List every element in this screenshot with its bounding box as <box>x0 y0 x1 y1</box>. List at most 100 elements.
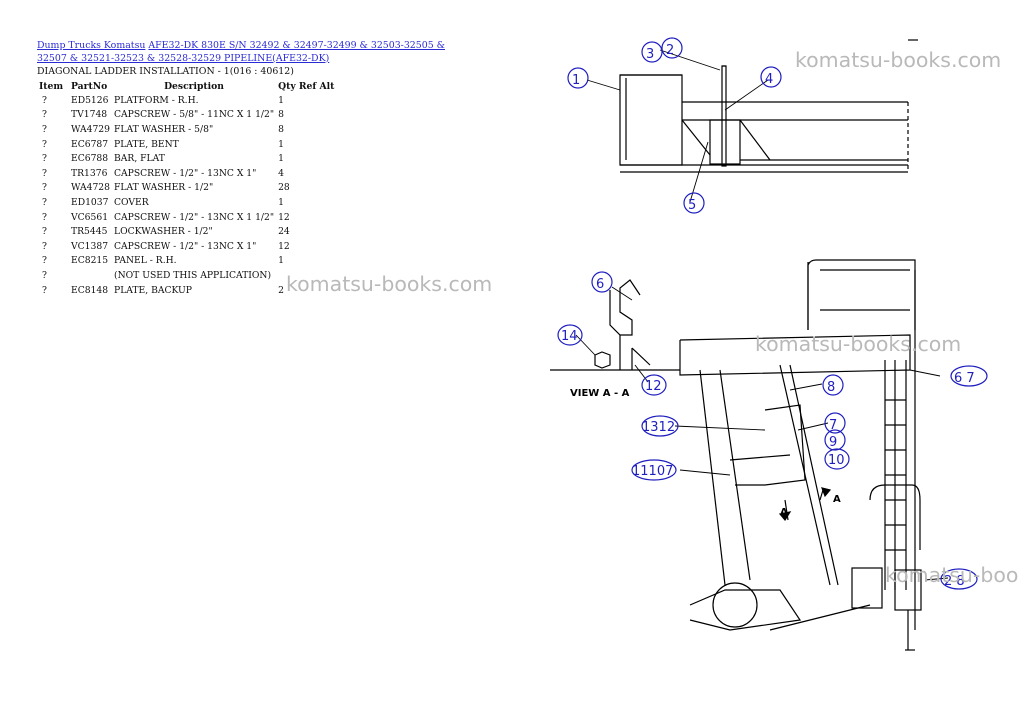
cell-item: ? <box>42 211 47 223</box>
svg-text:1: 1 <box>572 73 580 88</box>
table-header-row: Item PartNo Description Qty Ref Alt <box>37 79 336 93</box>
cell-description: PLATE, BACKUP <box>114 284 192 296</box>
watermark: komatsu-books.com <box>795 48 1002 72</box>
cell-partno: WA4729 <box>71 123 111 135</box>
cell-qty: 1 <box>278 196 284 208</box>
callout-13-12: 1312 <box>641 415 679 437</box>
cell-qty: 28 <box>278 182 290 194</box>
view-label: VIEW A - A <box>570 388 630 399</box>
cell-partno: EC8215 <box>71 255 109 267</box>
svg-text:3: 3 <box>646 47 654 62</box>
callout-4: 4 <box>760 66 782 88</box>
breadcrumb: Dump Trucks Komatsu AFE32-DK 830E S/N 32… <box>37 40 477 65</box>
cell-description: COVER <box>114 196 149 208</box>
cell-description: CAPSCREW - 1/2" - 13NC X 1" <box>114 167 257 179</box>
cell-description: LOCKWASHER - 1/2" <box>114 226 213 238</box>
watermark: komatsu-boo <box>885 563 1019 587</box>
svg-text:11107: 11107 <box>632 464 673 479</box>
callout-labels: 1 3 2 4 5 6 14 12 8 7 9 10 1312 11107 6 … <box>557 37 988 590</box>
cell-item: ? <box>42 196 47 208</box>
watermark: komatsu-books.com <box>286 272 493 296</box>
cell-partno: ED1037 <box>71 196 109 208</box>
cell-description: PANEL - R.H. <box>114 255 177 267</box>
top-view-drawing <box>619 39 918 173</box>
cell-qty: 1 <box>278 153 284 165</box>
svg-text:10: 10 <box>828 453 845 468</box>
cell-item: ? <box>42 109 47 121</box>
cell-partno: TR1376 <box>71 167 108 179</box>
cell-partno: EC6788 <box>71 153 109 165</box>
breadcrumb-link-category[interactable]: Dump Trucks Komatsu <box>37 40 146 51</box>
col-header-description: Description <box>164 80 224 92</box>
cell-description: BAR, FLAT <box>114 153 165 165</box>
svg-text:6: 6 <box>596 277 604 292</box>
watermark: komatsu-books.com <box>755 332 962 356</box>
cell-item: ? <box>42 153 47 165</box>
cell-description: FLAT WASHER - 1/2" <box>114 182 214 194</box>
cell-item: ? <box>42 240 47 252</box>
callout-6: 6 <box>591 271 613 293</box>
cell-item: ? <box>42 94 47 106</box>
svg-text:5: 5 <box>688 198 696 213</box>
cell-partno: ED5126 <box>71 94 109 106</box>
callout-2-8: 2 8 <box>940 568 978 590</box>
col-header-ref: Ref <box>298 80 317 92</box>
callout-7: 7 <box>824 412 846 434</box>
cell-item: ? <box>42 138 47 150</box>
cell-item: ? <box>42 226 47 238</box>
col-header-qty-ref-alt: Qty Ref Alt <box>276 79 336 93</box>
cell-partno: EC6787 <box>71 138 109 150</box>
callout-10: 10 <box>824 448 850 470</box>
table-row: ? EC6788 BAR, FLAT 1 <box>37 151 336 166</box>
cell-description: PLATE, BENT <box>114 138 179 150</box>
cell-qty: 12 <box>278 211 290 223</box>
cell-qty: 8 <box>278 123 284 135</box>
callout-6-7: 6 7 <box>950 365 988 387</box>
cell-item: ? <box>42 123 47 135</box>
ladder-installation-drawing: VIEW A - A A A <box>550 37 988 651</box>
cell-qty: 2 <box>278 284 284 296</box>
svg-text:2 8: 2 8 <box>944 574 965 589</box>
col-header-item: Item <box>39 80 64 92</box>
table-row: ?(NOT USED THIS APPLICATION) <box>37 268 336 283</box>
col-header-alt: Alt <box>319 80 335 92</box>
callout-12: 12 <box>641 374 667 396</box>
cell-qty: 8 <box>278 109 284 121</box>
cell-partno: TR5445 <box>71 226 108 238</box>
callout-14: 14 <box>557 324 583 346</box>
cell-partno: TV1748 <box>71 109 108 121</box>
cell-qty: 1 <box>278 138 284 150</box>
cell-qty: 1 <box>278 94 284 106</box>
cell-qty: 24 <box>278 226 290 238</box>
breadcrumb-link-model[interactable]: AFE32-DK 830E S/N 32492 & 32497-32499 & … <box>37 40 445 64</box>
table-row: ? EC6787 PLATE, BENT 1 <box>37 137 336 152</box>
cell-partno: VC1387 <box>71 240 109 252</box>
svg-text:4: 4 <box>765 72 773 87</box>
cell-description: CAPSCREW - 1/2" - 13NC X 1 1/2" <box>114 211 275 223</box>
callout-1: 1 <box>567 67 589 89</box>
cell-item: ? <box>42 255 47 267</box>
cell-partno: WA4728 <box>71 182 111 194</box>
svg-text:7: 7 <box>829 418 837 433</box>
cell-item: ? <box>42 269 47 281</box>
cell-qty: 1 <box>278 255 284 267</box>
table-row: ? TR5445 LOCKWASHER - 1/2" 24 <box>37 224 336 239</box>
callout-2: 2 <box>661 37 683 59</box>
callout-9: 9 <box>824 429 846 451</box>
cell-item: ? <box>42 284 47 296</box>
callout-11-10-7: 11107 <box>631 459 677 481</box>
view-a-a-detail: VIEW A - A <box>550 279 680 399</box>
section-marker-a: A <box>780 507 788 518</box>
svg-text:9: 9 <box>829 435 837 450</box>
callout-5: 5 <box>683 192 705 214</box>
page-title: DIAGONAL LADDER INSTALLATION - 1(016 : 4… <box>37 66 294 77</box>
callout-8: 8 <box>822 374 844 396</box>
cell-item: ? <box>42 167 47 179</box>
